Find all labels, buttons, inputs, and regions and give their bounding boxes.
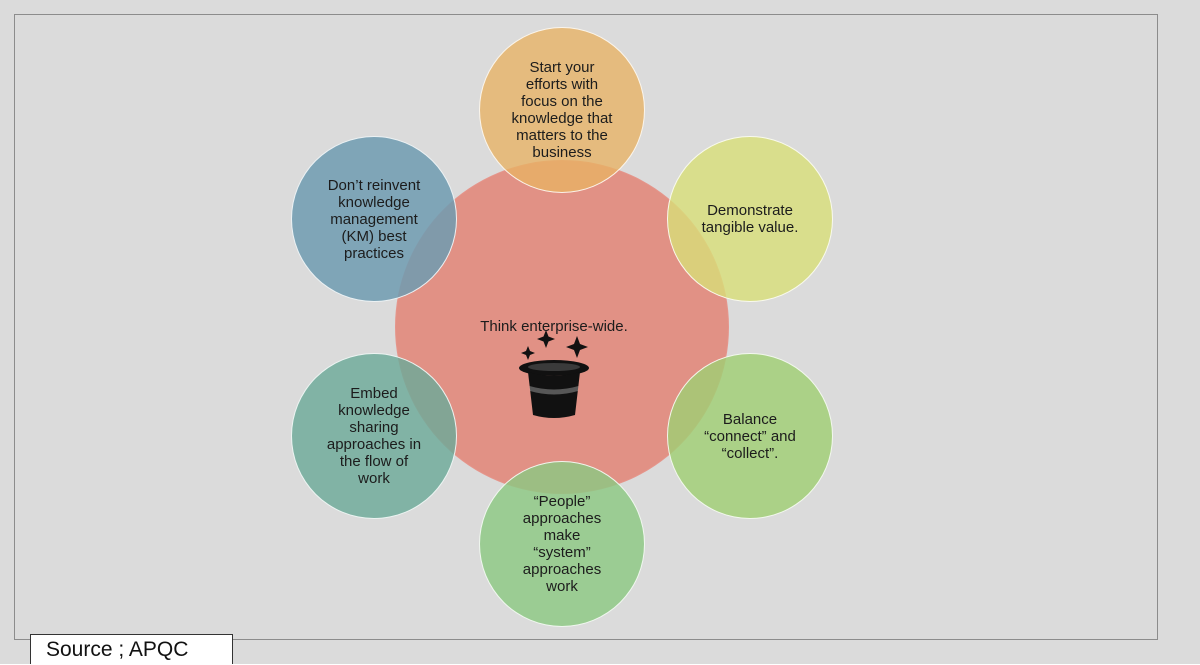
node-top-text: Start your efforts with focus on the kno… (511, 59, 613, 161)
node-bottom-right: Balance “connect” and “collect”. (667, 353, 833, 519)
node-bottom-text: “People” approaches make “system” approa… (522, 493, 602, 595)
slide-frame (14, 14, 1158, 640)
source-label: Source ; APQC (30, 634, 233, 664)
node-bottom-left-text: Embed knowledge sharing approaches in th… (326, 385, 422, 487)
node-top-left: Don’t reinvent knowledge management (KM)… (291, 136, 457, 302)
node-bottom: “People” approaches make “system” approa… (479, 461, 645, 627)
node-bottom-right-text: Balance “connect” and “collect”. (704, 410, 796, 462)
magic-hat-icon (519, 330, 589, 418)
node-top-left-text: Don’t reinvent knowledge management (KM)… (327, 176, 421, 262)
node-top: Start your efforts with focus on the kno… (479, 27, 645, 193)
node-top-right: Demonstrate tangible value. (667, 136, 833, 302)
node-bottom-left: Embed knowledge sharing approaches in th… (291, 353, 457, 519)
center-label: Think enterprise-wide. (480, 318, 628, 335)
node-top-right-text: Demonstrate tangible value. (701, 202, 799, 236)
